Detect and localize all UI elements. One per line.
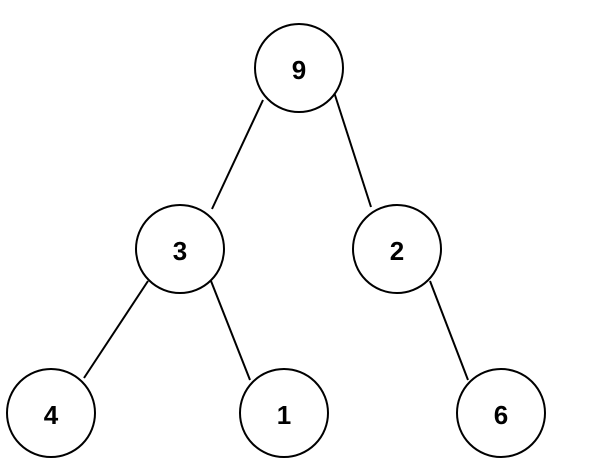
tree-node: 2 [352,204,442,294]
tree-node: 1 [239,368,329,458]
tree-node: 6 [456,368,546,458]
node-label: 1 [277,400,291,430]
node-label: 6 [494,400,508,430]
node-circle [352,204,442,294]
node-label: 2 [390,236,404,266]
node-circle [456,368,546,458]
node-circle [135,204,225,294]
node-label: 3 [173,236,187,266]
node-label: 4 [44,400,59,430]
node-circle [6,368,96,458]
edge-9-2 [333,91,372,208]
edge-9-3 [211,99,264,210]
node-circle [254,23,344,113]
node-circle [239,368,329,458]
edge-2-6 [429,280,469,381]
node-label: 9 [292,55,306,85]
edge-3-1 [210,280,251,381]
tree-node: 4 [6,368,96,458]
tree-node: 9 [254,23,344,113]
tree-node: 3 [135,204,225,294]
edge-3-4 [83,280,149,379]
